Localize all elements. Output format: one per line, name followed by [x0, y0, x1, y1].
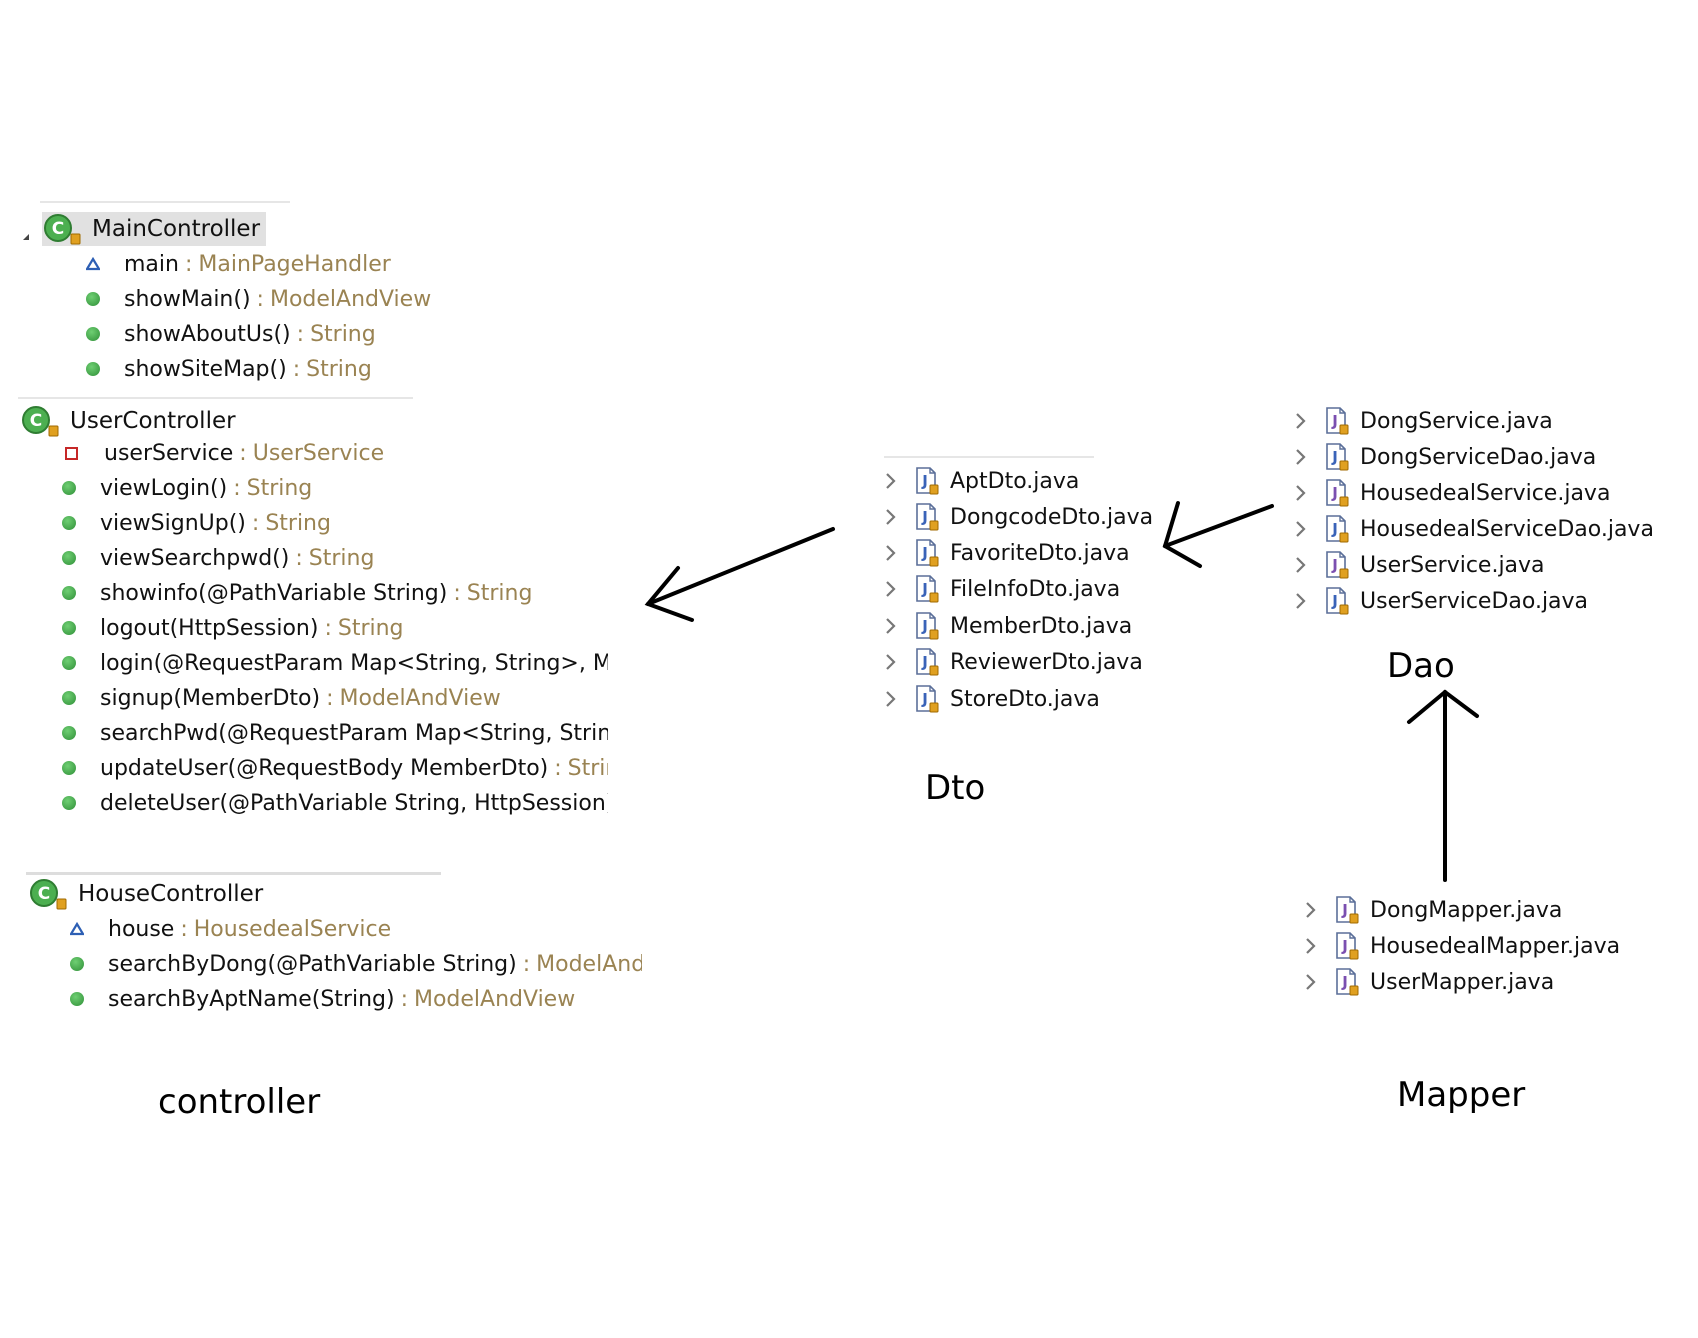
file-housedealmapper[interactable]: HousedealMapper.java	[1304, 929, 1620, 963]
arrow-dao-to-dto	[1162, 501, 1274, 568]
member-userservice[interactable]: userService:UserService	[62, 436, 384, 470]
arrow-mapper-to-dao	[1407, 689, 1479, 882]
member-viewlogin[interactable]: viewLogin():String	[62, 471, 312, 505]
member-searchbyaptname[interactable]: searchByAptName(String):ModelAndView	[70, 982, 575, 1016]
controller-label: controller	[158, 1082, 321, 1122]
private-field-icon	[65, 446, 78, 460]
public-method-icon	[62, 796, 76, 810]
class-name: UserController	[70, 408, 236, 434]
member-deleteuser[interactable]: deleteUser(@PathVariable String, HttpSes…	[62, 786, 608, 816]
dto-label: Dto	[925, 768, 986, 808]
member-signup[interactable]: signup(MemberDto):ModelAndView	[62, 681, 501, 715]
file-housedealservicedao[interactable]: HousedealServiceDao.java	[1294, 512, 1654, 546]
file-userservice[interactable]: UserService.java	[1294, 548, 1545, 582]
class-usercontroller[interactable]: UserController	[20, 404, 236, 438]
file-dongservice[interactable]: DongService.java	[1294, 404, 1553, 438]
file-dongmapper[interactable]: DongMapper.java	[1304, 893, 1562, 927]
public-method-icon	[62, 621, 76, 635]
file-housedealservice[interactable]: HousedealService.java	[1294, 476, 1610, 510]
member-house[interactable]: house:HousedealService	[70, 912, 391, 946]
public-method-icon	[86, 327, 100, 341]
divider	[26, 872, 441, 875]
member-searchpwd[interactable]: searchPwd(@RequestParam Map<String, Stri…	[62, 716, 608, 750]
public-method-icon	[62, 761, 76, 775]
public-method-icon	[70, 992, 84, 1006]
class-name: HouseController	[78, 881, 264, 907]
divider	[40, 201, 290, 203]
member-showinfo[interactable]: showinfo(@PathVariable String):String	[62, 576, 532, 610]
member-viewsignup[interactable]: viewSignUp():String	[62, 506, 331, 540]
public-method-icon	[62, 726, 76, 740]
public-method-icon	[62, 586, 76, 600]
public-method-icon	[86, 292, 100, 306]
arrow-dto-to-controller	[644, 527, 835, 622]
file-storedto[interactable]: StoreDto.java	[884, 682, 1100, 716]
public-method-icon	[70, 957, 84, 971]
member-viewsearchpwd[interactable]: viewSearchpwd():String	[62, 541, 374, 575]
file-memberdto[interactable]: MemberDto.java	[884, 609, 1132, 643]
file-userservicedao[interactable]: UserServiceDao.java	[1294, 584, 1588, 618]
member-showaboutus[interactable]: showAboutUs():String	[86, 317, 376, 351]
expand-toggle-icon[interactable]	[22, 226, 30, 240]
member-login[interactable]: login(@RequestParam Map<String, String>,…	[62, 646, 608, 680]
public-method-icon	[62, 481, 76, 495]
divider	[18, 397, 413, 399]
public-method-icon	[62, 691, 76, 705]
file-favoritedto[interactable]: FavoriteDto.java	[884, 536, 1130, 570]
member-logout[interactable]: logout(HttpSession):String	[62, 611, 404, 645]
member-updateuser[interactable]: updateUser(@RequestBody MemberDto):Strin…	[62, 751, 608, 785]
file-usermapper[interactable]: UserMapper.java	[1304, 965, 1554, 999]
housecontroller-members: house:HousedealService searchByDong(@Pat…	[70, 912, 642, 1022]
file-fileinfodto[interactable]: FileInfoDto.java	[884, 572, 1120, 606]
class-housecontroller[interactable]: HouseController	[28, 877, 263, 911]
member-main[interactable]: main:MainPageHandler	[86, 247, 391, 281]
file-dongservicedao[interactable]: DongServiceDao.java	[1294, 440, 1596, 474]
public-method-icon	[86, 362, 100, 376]
member-showsitemap[interactable]: showSiteMap():String	[86, 352, 372, 386]
file-aptdto[interactable]: AptDto.java	[884, 464, 1079, 498]
divider	[884, 456, 1094, 458]
public-method-icon	[62, 551, 76, 565]
file-reviewerdto[interactable]: ReviewerDto.java	[884, 645, 1143, 679]
class-maincontroller[interactable]: MainController	[42, 212, 267, 246]
class-name: MainController	[92, 216, 261, 242]
public-method-icon	[62, 516, 76, 530]
mapper-label: Mapper	[1397, 1075, 1526, 1115]
member-showmain[interactable]: showMain():ModelAndView	[86, 282, 431, 316]
member-searchbydong[interactable]: searchByDong(@PathVariable String):Model…	[70, 947, 642, 981]
file-dongcodedto[interactable]: DongcodeDto.java	[884, 500, 1153, 534]
public-method-icon	[62, 656, 76, 670]
dao-label: Dao	[1387, 646, 1455, 686]
usercontroller-members: userService:UserService viewLogin():Stri…	[62, 436, 608, 816]
